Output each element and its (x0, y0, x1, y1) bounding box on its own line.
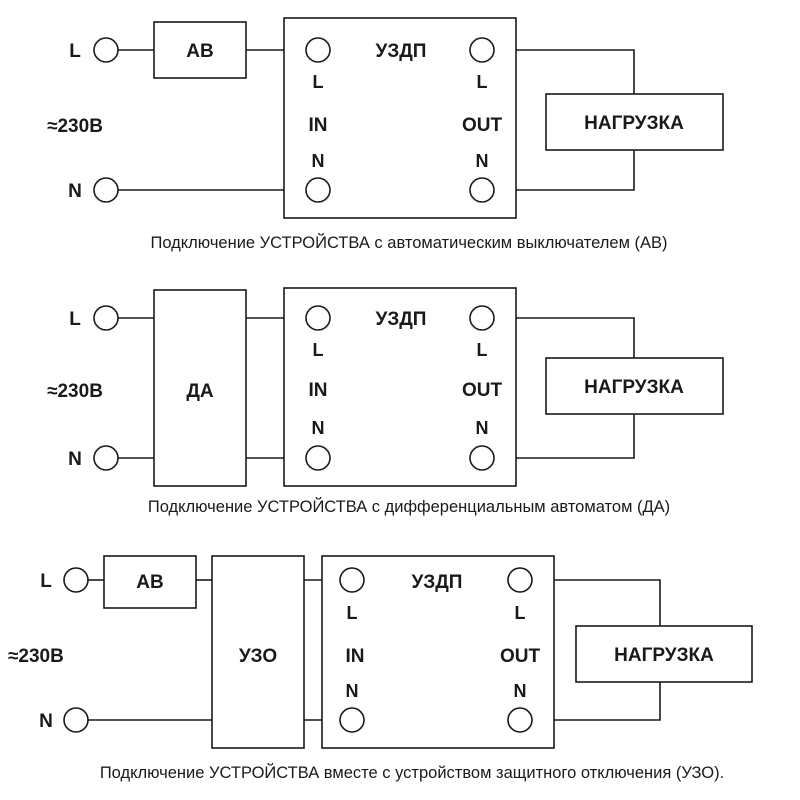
input-n-label: N (68, 449, 82, 470)
terminal-device-in-n (305, 445, 331, 471)
device-out-label: OUT (500, 646, 541, 667)
load-box (545, 93, 724, 151)
device-in-label: IN (346, 646, 365, 667)
load-box (575, 625, 753, 683)
terminal-device-in-n (339, 707, 365, 733)
terminal-input-l (63, 567, 89, 593)
device-out-l-label: L (477, 72, 488, 92)
breaker-label: ДА (186, 381, 214, 402)
device-in-l-label: L (313, 340, 324, 360)
diagram-breaker-rcd: L ≈230В N АВ УЗО УЗДП L IN N L OUT N НАГ… (8, 555, 753, 782)
diagram-caption: Подключение УСТРОЙСТВА вместе с устройст… (100, 763, 724, 782)
terminal-device-out-l (507, 567, 533, 593)
device-out-n-label: N (514, 681, 527, 701)
input-l-label: L (69, 41, 81, 62)
rcd-label: УЗО (239, 646, 277, 667)
device-out-n-label: N (476, 418, 489, 438)
voltage-label: ≈230В (8, 646, 64, 667)
diagram-differential-breaker: L ≈230В N ДА УЗДП L IN N L OUT N НАГРУЗК… (47, 287, 724, 516)
wire-out-l-to-load (532, 579, 661, 626)
load-label: НАГРУЗКА (584, 113, 684, 134)
terminal-device-out-n (507, 707, 533, 733)
diagram-breaker: L ≈230В N АВ УЗДП L IN N L OUT N НАГРУЗК… (47, 17, 724, 252)
input-n-label: N (68, 181, 82, 202)
diagram-caption: Подключение УСТРОЙСТВА с дифференциальны… (148, 497, 670, 516)
input-l-label: L (69, 309, 81, 330)
terminal-device-out-l (469, 37, 495, 63)
device-out-n-label: N (476, 151, 489, 171)
wire-out-n-to-load (532, 682, 661, 721)
device-in-l-label: L (313, 72, 324, 92)
device-title: УЗДП (412, 572, 463, 593)
breaker-label: АВ (186, 41, 213, 62)
load-label: НАГРУЗКА (614, 645, 714, 666)
wire-out-n-to-load (494, 414, 635, 459)
wire-out-l-to-load (494, 317, 635, 358)
diagram-caption: Подключение УСТРОЙСТВА с автоматическим … (150, 233, 667, 252)
input-n-label: N (39, 711, 53, 732)
terminal-input-l (93, 305, 119, 331)
device-in-l-label: L (347, 603, 358, 623)
wire-out-n-to-load (494, 150, 635, 191)
breaker-box (103, 555, 197, 609)
device-title: УЗДП (376, 309, 427, 330)
wire-out-l-to-load (494, 49, 635, 94)
device-in-n-label: N (312, 151, 325, 171)
rcd-box (211, 555, 305, 749)
terminal-device-in-l (305, 37, 331, 63)
device-out-label: OUT (462, 115, 503, 136)
device-in-label: IN (309, 115, 328, 136)
terminal-device-out-l (469, 305, 495, 331)
load-label: НАГРУЗКА (584, 377, 684, 398)
device-out-l-label: L (515, 603, 526, 623)
device-in-n-label: N (346, 681, 359, 701)
terminal-input-l (93, 37, 119, 63)
terminal-device-out-n (469, 177, 495, 203)
load-box (545, 357, 724, 415)
device-title: УЗДП (376, 41, 427, 62)
voltage-label: ≈230В (47, 116, 103, 137)
device-out-l-label: L (477, 340, 488, 360)
terminal-input-n (93, 177, 119, 203)
terminal-device-in-n (305, 177, 331, 203)
terminal-device-out-n (469, 445, 495, 471)
terminal-device-in-l (305, 305, 331, 331)
breaker-label: АВ (136, 572, 163, 593)
voltage-label: ≈230В (47, 381, 103, 402)
device-out-label: OUT (462, 380, 503, 401)
breaker-box (153, 21, 247, 79)
breaker-box (153, 289, 247, 487)
terminal-device-in-l (339, 567, 365, 593)
terminal-input-n (63, 707, 89, 733)
input-l-label: L (40, 571, 52, 592)
device-in-label: IN (309, 380, 328, 401)
terminal-input-n (93, 445, 119, 471)
device-in-n-label: N (312, 418, 325, 438)
